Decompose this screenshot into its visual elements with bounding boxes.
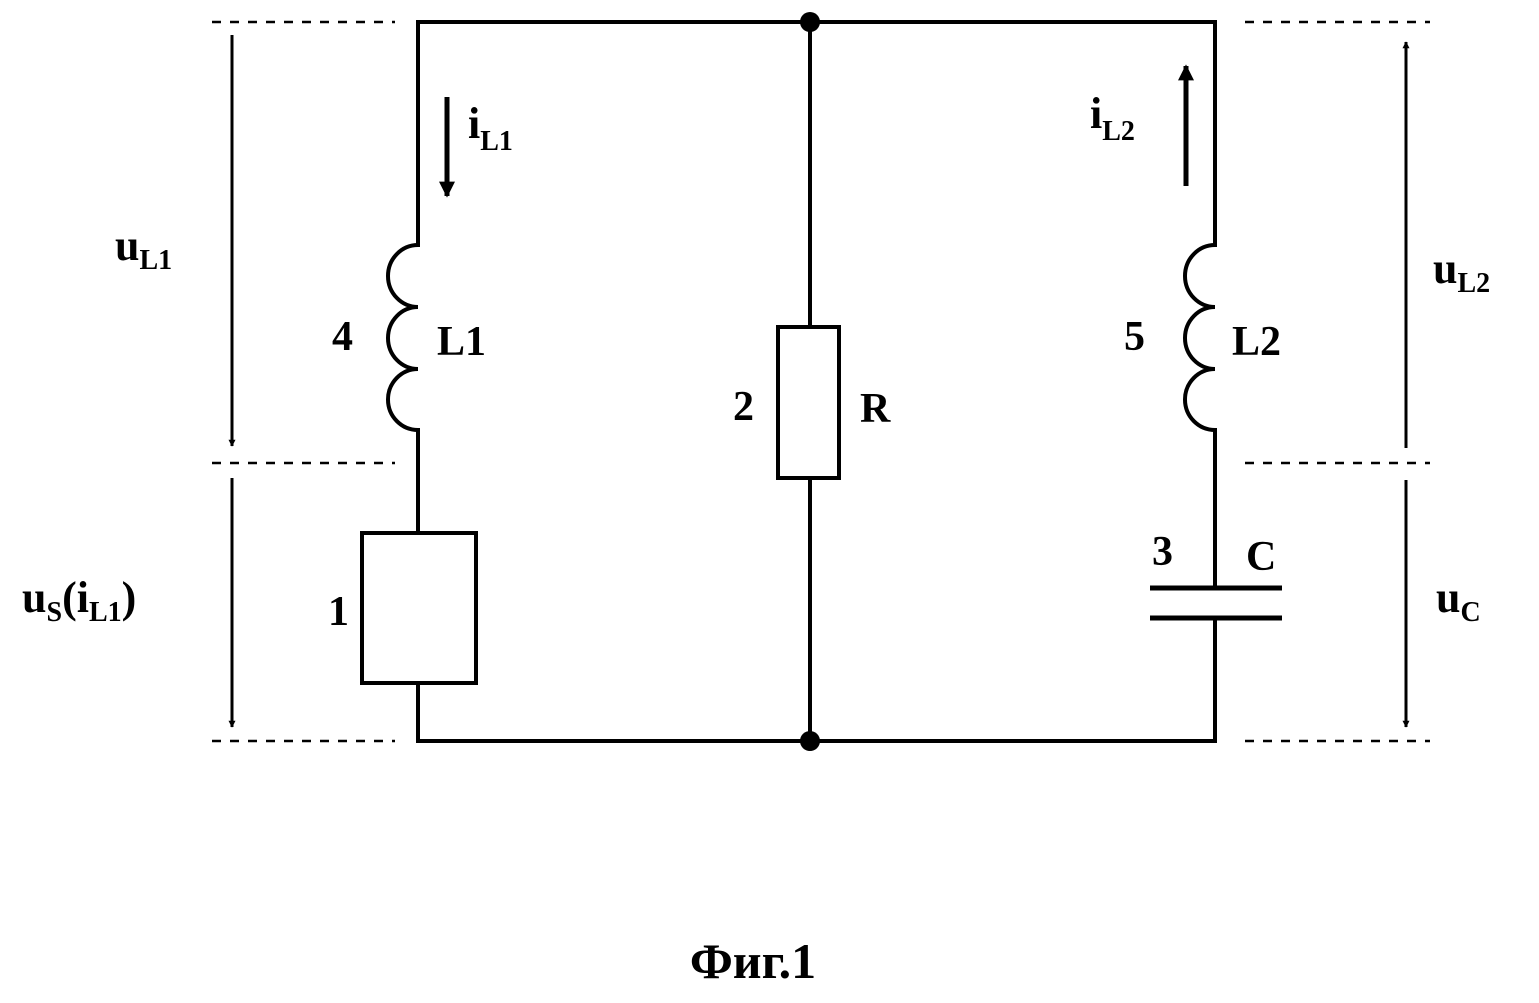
resistor-box <box>778 327 839 478</box>
i-l2-label: iL2 <box>1090 89 1135 147</box>
inductor-l1 <box>388 245 418 430</box>
nonlinear-element-box <box>362 533 476 683</box>
resistor-name: R <box>860 386 891 432</box>
u-l1-label: uL1 <box>115 221 172 276</box>
inductor-l2 <box>1185 245 1215 430</box>
u-l2-label: uL2 <box>1433 244 1490 299</box>
capacitor-number: 3 <box>1152 529 1173 575</box>
resistor-number: 2 <box>733 384 754 430</box>
inductor-l2-number: 5 <box>1124 314 1145 360</box>
u-c-label: uC <box>1436 573 1481 628</box>
junction-node-bottom <box>800 731 820 751</box>
inductor-l1-name: L1 <box>437 319 486 365</box>
inductor-l1-number: 4 <box>332 314 353 360</box>
junction-node-top <box>800 12 820 32</box>
i-l1-label: iL1 <box>468 99 513 157</box>
nonlinear-element-number: 1 <box>328 589 349 635</box>
inductor-l2-name: L2 <box>1232 319 1281 365</box>
capacitor-name: C <box>1246 534 1276 580</box>
u-s-label: uS(iL1) <box>22 573 136 628</box>
figure-caption: Фиг.1 <box>690 933 816 989</box>
